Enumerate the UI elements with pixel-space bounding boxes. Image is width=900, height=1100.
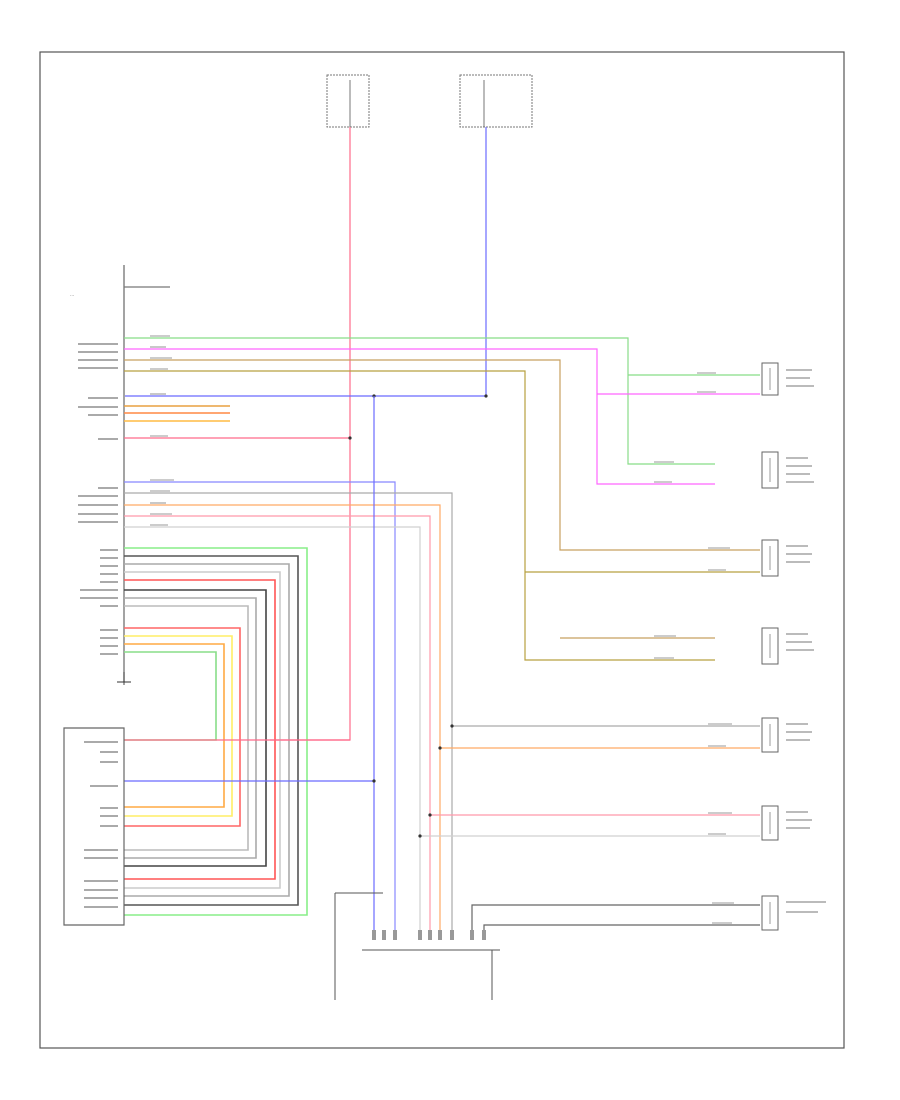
wire-avc-green-2	[124, 651, 217, 741]
speaker-rear-left	[761, 717, 779, 753]
ground-symbol-audio	[117, 672, 131, 683]
diagram-frame	[39, 51, 845, 1049]
wire-avc-black-1	[124, 555, 299, 906]
wire-front-left-minus	[124, 348, 715, 485]
wire-avc-yellow	[124, 635, 233, 817]
avc-pin-labels	[84, 741, 118, 908]
wire-subwoofer-minus	[483, 924, 760, 930]
speaker-subwoofer	[761, 895, 779, 931]
wire-rear-right-plus	[124, 504, 441, 930]
wire-avc-green	[124, 547, 308, 916]
wire-avc-gray-4	[124, 605, 249, 851]
wire-avc-gray-2	[124, 571, 281, 889]
wire-avc-black-2	[124, 589, 267, 867]
fuse-box-left	[326, 74, 370, 128]
connector-pins	[372, 930, 486, 940]
wire-rear-left-minus	[124, 492, 453, 930]
audio-unit-pin-labels	[78, 343, 118, 655]
speaker-front-right-tweeter	[761, 627, 779, 665]
speaker-front-right-door	[761, 539, 779, 577]
wire-rear-right-minus	[124, 515, 431, 930]
wire-rear-5	[124, 526, 421, 930]
wire-avc-gray-3	[124, 597, 257, 859]
avc-unit	[63, 727, 125, 926]
speaker-labels	[786, 369, 826, 913]
speaker-front-left-door	[761, 362, 779, 396]
wire-fuse-left-feed	[270, 127, 351, 741]
svg-text:...: ...	[70, 293, 74, 298]
speaker-front-left-tweeter	[761, 451, 779, 489]
wire-front-left-plus	[124, 337, 715, 465]
wire-avc-gray-1	[124, 563, 290, 897]
speaker-rear-right	[761, 805, 779, 841]
wire-rear-left-plus	[124, 481, 396, 930]
wire-avc-red-2	[124, 627, 241, 827]
wire-avc-orange	[124, 643, 225, 808]
wire-subwoofer-plus	[471, 904, 760, 930]
wire-fuse-right-feed	[125, 127, 487, 397]
wire-color-codes	[150, 335, 734, 924]
wire-front-right-plus	[124, 359, 760, 551]
wire-front-right-minus	[124, 370, 715, 661]
wire-avc-red-1	[124, 579, 276, 880]
fuse-box-right	[459, 74, 533, 128]
avc-connector-block	[334, 892, 500, 1000]
